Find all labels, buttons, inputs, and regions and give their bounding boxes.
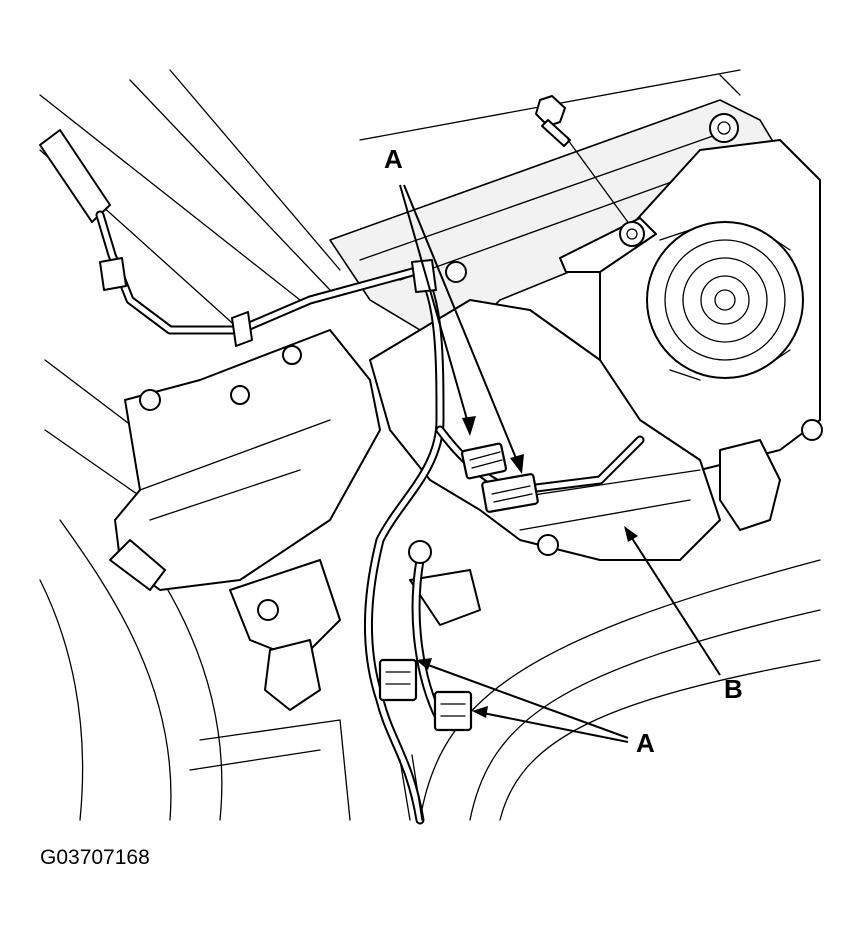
body-structure-lines bbox=[39, 69, 821, 821]
left-housing bbox=[109, 329, 381, 591]
callout-a-top: A bbox=[384, 144, 403, 174]
connectors-a bbox=[378, 442, 539, 732]
callout-b: B bbox=[724, 674, 743, 704]
mounting-bolt bbox=[535, 95, 657, 273]
connector-a-3 bbox=[378, 658, 418, 702]
lower-bracket bbox=[229, 559, 481, 711]
connector-a-4 bbox=[433, 690, 473, 732]
wire-harness bbox=[39, 129, 645, 825]
callout-a-bottom: A bbox=[636, 728, 655, 758]
bracket-b bbox=[369, 261, 721, 561]
connector-a-2 bbox=[481, 473, 539, 513]
motor-assembly bbox=[599, 113, 823, 531]
leader-lines bbox=[399, 184, 721, 743]
connector-a-1 bbox=[460, 442, 508, 480]
figure-id: G03707168 bbox=[40, 846, 150, 869]
